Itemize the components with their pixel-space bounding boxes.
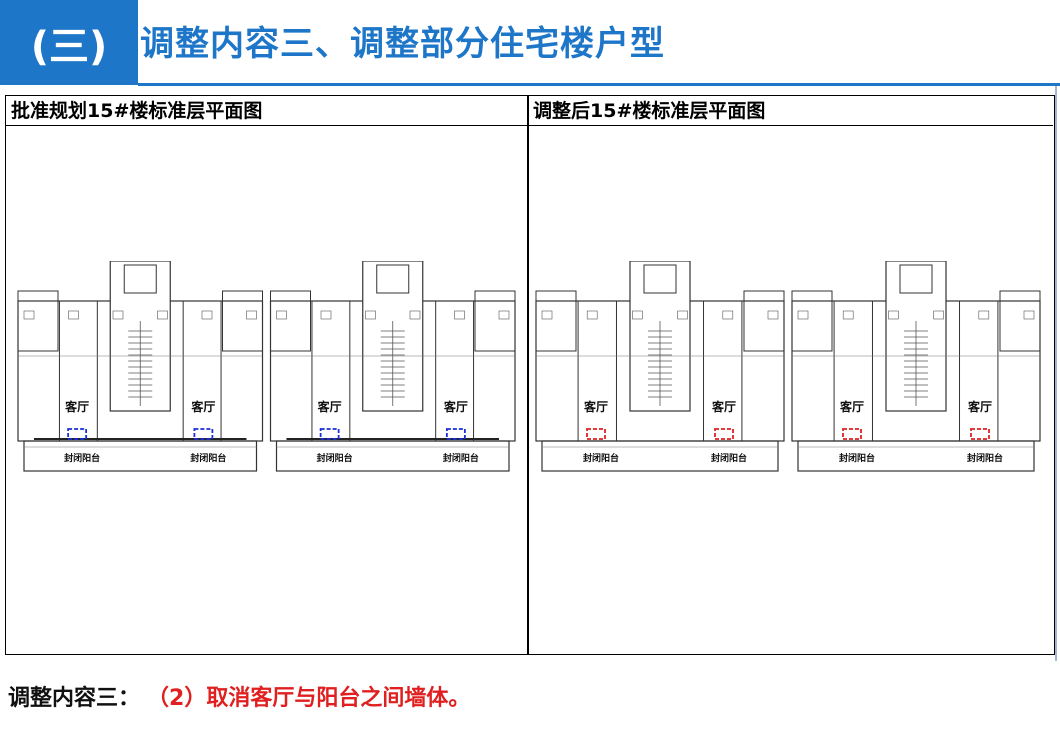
living-room-label: 客厅 bbox=[711, 399, 736, 414]
footer-text: （2）取消客厅与阳台之间墙体。 bbox=[158, 686, 471, 711]
approved-floor-plan: 客厅封闭阳台 客厅封闭阳台 客厅封闭阳台 客厅封闭阳台 bbox=[14, 261, 519, 476]
living-room-label: 客厅 bbox=[839, 399, 864, 414]
title-underline bbox=[138, 83, 1060, 86]
balcony-label: 封闭阳台 bbox=[190, 452, 226, 464]
title-bar: (三) 调整内容三、调整部分住宅楼户型 bbox=[0, 0, 1060, 88]
panel-divider bbox=[527, 96, 529, 654]
elevator-shaft bbox=[376, 264, 410, 294]
fixture bbox=[541, 310, 553, 320]
fixture bbox=[888, 310, 899, 320]
change-marker bbox=[445, 428, 466, 440]
right-edge-rule bbox=[1055, 86, 1057, 661]
fixture bbox=[23, 310, 35, 320]
right-panel-title: 调整后15#楼标准层平面图 bbox=[528, 96, 1053, 126]
balcony-outline bbox=[797, 440, 1035, 472]
balcony-outline bbox=[541, 440, 779, 472]
section-badge: (三) bbox=[0, 0, 138, 85]
change-marker bbox=[714, 428, 734, 440]
balcony-label: 封闭阳台 bbox=[64, 452, 100, 464]
comparison-frame: 批准规划15#楼标准层平面图 调整后15#楼标准层平面图 客厅封闭阳台客厅封闭阳… bbox=[5, 95, 1055, 655]
change-marker bbox=[67, 428, 88, 440]
fixture bbox=[632, 310, 643, 320]
fixture bbox=[320, 310, 332, 320]
change-marker bbox=[970, 428, 990, 440]
living-room-label: 客厅 bbox=[443, 399, 468, 414]
fixture bbox=[842, 310, 854, 320]
living-room-label: 客厅 bbox=[64, 399, 89, 414]
balcony-label: 封闭阳台 bbox=[583, 452, 619, 464]
fixture bbox=[1023, 310, 1035, 320]
change-marker bbox=[586, 428, 606, 440]
fixture bbox=[722, 310, 734, 320]
bathroom-wing bbox=[743, 290, 785, 352]
living-room-label: 客厅 bbox=[190, 399, 215, 414]
fixture bbox=[112, 310, 124, 320]
balcony-label: 封闭阳台 bbox=[443, 452, 479, 464]
balcony-outline bbox=[275, 440, 510, 472]
bathroom-wing bbox=[999, 290, 1041, 352]
balcony-label: 封闭阳台 bbox=[317, 452, 353, 464]
change-marker bbox=[193, 428, 214, 440]
fixture bbox=[454, 310, 465, 320]
bathroom-wing bbox=[270, 290, 311, 352]
living-room-label: 客厅 bbox=[583, 399, 608, 414]
change-marker bbox=[842, 428, 862, 440]
balcony-outline bbox=[23, 440, 258, 472]
page-title: 调整内容三、调整部分住宅楼户型 bbox=[140, 24, 665, 64]
fixture bbox=[276, 310, 287, 320]
elevator-shaft bbox=[123, 264, 157, 294]
fixture bbox=[586, 310, 598, 320]
living-room-label: 客厅 bbox=[967, 399, 992, 414]
fixture bbox=[68, 310, 79, 320]
bathroom-wing bbox=[17, 290, 59, 352]
fixture bbox=[767, 310, 779, 320]
adjusted-floor-plan: 客厅封闭阳台 客厅封闭阳台 客厅封闭阳台 客厅封闭阳台 bbox=[532, 261, 1044, 476]
change-marker bbox=[319, 428, 340, 440]
fixture bbox=[978, 310, 990, 320]
fixture bbox=[498, 310, 510, 320]
bathroom-wing bbox=[222, 290, 263, 352]
fixture bbox=[246, 310, 257, 320]
bathroom-wing bbox=[474, 290, 516, 352]
bathroom-wing bbox=[791, 290, 833, 352]
footer-note: 调整内容三： （2）取消客厅与阳台之间墙体。 bbox=[8, 680, 470, 712]
footer-label: 调整内容三： bbox=[8, 686, 141, 711]
living-room-label: 客厅 bbox=[317, 399, 342, 414]
fixture bbox=[201, 310, 213, 320]
fixture bbox=[933, 310, 944, 320]
bathroom-wing bbox=[535, 290, 577, 352]
fixture bbox=[365, 310, 376, 320]
fixture bbox=[157, 310, 168, 320]
left-panel-title: 批准规划15#楼标准层平面图 bbox=[6, 96, 528, 126]
fixture bbox=[677, 310, 688, 320]
fixture bbox=[409, 310, 421, 320]
balcony-label: 封闭阳台 bbox=[839, 452, 875, 464]
balcony-label: 封闭阳台 bbox=[711, 452, 747, 464]
elevator-shaft bbox=[899, 264, 933, 294]
fixture bbox=[797, 310, 809, 320]
elevator-shaft bbox=[643, 264, 677, 294]
balcony-label: 封闭阳台 bbox=[967, 452, 1003, 464]
